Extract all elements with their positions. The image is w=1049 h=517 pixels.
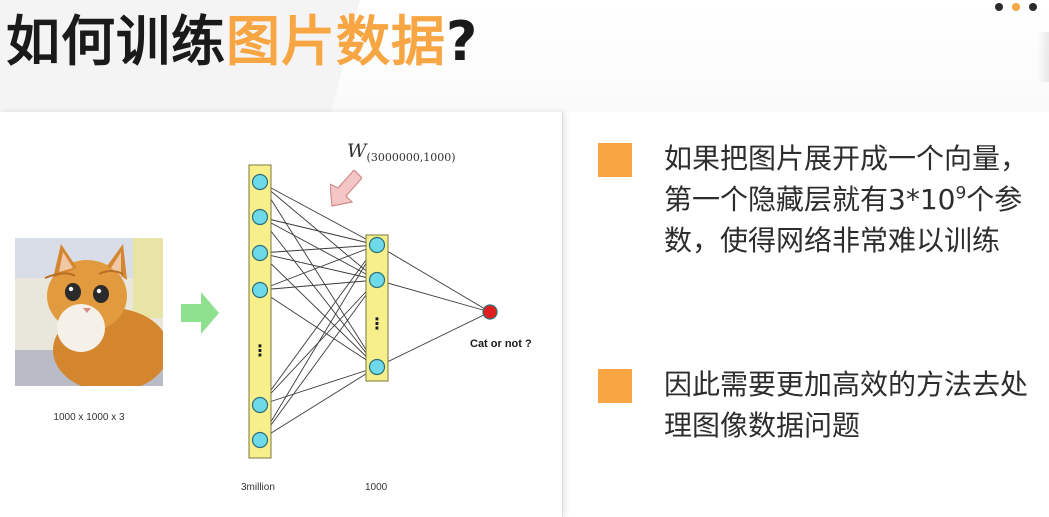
panel-divider — [562, 112, 563, 517]
input-layer-ellipsis: ⋮ — [252, 341, 268, 360]
nav-dot[interactable] — [1029, 3, 1037, 11]
title-question-mark: ? — [446, 10, 478, 73]
weight-subscript: (3000000,1000) — [367, 151, 456, 164]
input-neuron — [253, 433, 268, 448]
bullet-text-1: 如果把图片展开成一个向量，第一个隐藏层就有3*109个参数，使得网络非常难以训练 — [664, 138, 1049, 261]
connection-line — [260, 280, 377, 440]
weight-symbol: W — [347, 140, 367, 162]
hidden-layer-label: 1000 — [365, 482, 387, 493]
connection-line — [260, 367, 377, 440]
input-layer-label: 3million — [241, 482, 275, 493]
connection-line — [260, 245, 377, 405]
connection-line — [260, 253, 377, 280]
bullet-2-text: 因此需要更加高效的方法去处理图像数据问题 — [664, 368, 1028, 442]
hidden-neuron — [370, 273, 385, 288]
input-neuron — [253, 398, 268, 413]
bullet-point-2: 因此需要更加高效的方法去处理图像数据问题 — [598, 364, 632, 403]
output-neuron — [483, 305, 497, 319]
bullet-1-exponent: 9 — [955, 184, 966, 204]
input-neuron — [253, 175, 268, 190]
bullet-text-2: 因此需要更加高效的方法去处理图像数据问题 — [664, 364, 1049, 446]
hidden-neuron — [370, 360, 385, 375]
connection-line — [260, 217, 377, 367]
output-label: Cat or not ? — [470, 338, 532, 350]
edge-shadow — [1037, 32, 1049, 82]
input-neuron — [253, 246, 268, 261]
bullet-square-icon — [598, 143, 632, 177]
weight-pointer-arrow-icon — [330, 170, 362, 208]
weight-label: W(3000000,1000) — [347, 140, 456, 162]
title-text: 如何训练 — [6, 10, 226, 73]
bullet-point-1: 如果把图片展开成一个向量，第一个隐藏层就有3*109个参数，使得网络非常难以训练 — [598, 138, 632, 177]
bullet-square-icon — [598, 369, 632, 403]
slide-nav-dots — [995, 3, 1037, 11]
connection-line — [260, 280, 377, 290]
input-neuron — [253, 210, 268, 225]
hidden-layer-ellipsis: ⋮ — [369, 314, 385, 333]
connection-line — [377, 280, 490, 312]
connection-line — [260, 217, 377, 245]
page-title: 如何训练图片数据? — [6, 2, 478, 82]
nav-dot-active[interactable] — [1012, 3, 1020, 11]
connection-line — [377, 245, 490, 312]
input-neuron — [253, 283, 268, 298]
title-highlight: 图片数据 — [226, 10, 446, 73]
connection-line — [260, 290, 377, 367]
nav-dot[interactable] — [995, 3, 1003, 11]
hidden-neuron — [370, 238, 385, 253]
